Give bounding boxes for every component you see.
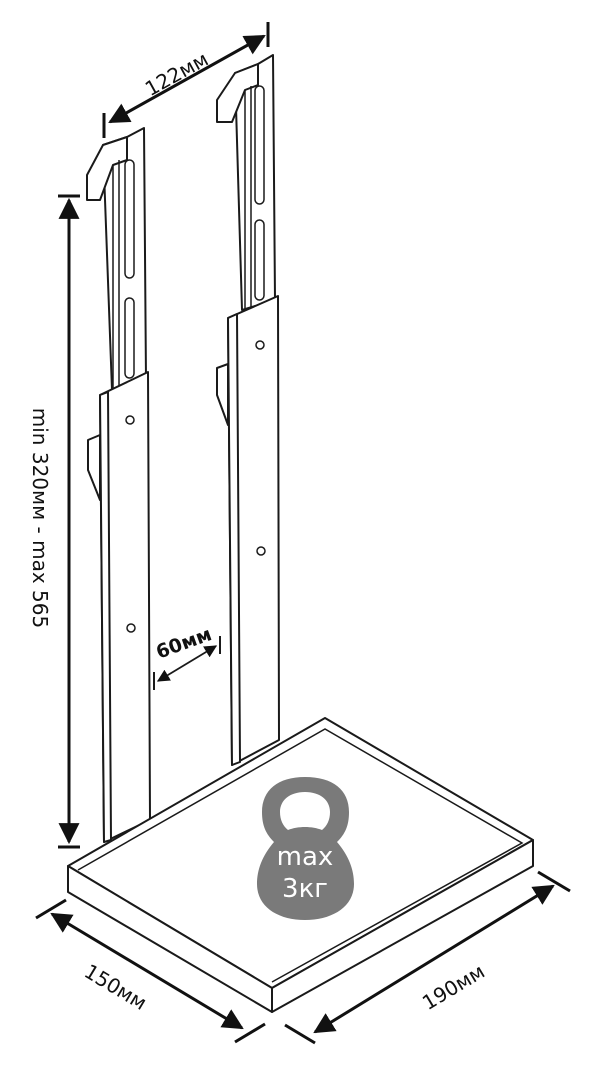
kettlebell-icon: max 3кг [257, 777, 354, 920]
inner-gap-label: 60мм [153, 623, 215, 663]
height-range-label: min 320мм - max 565 [28, 408, 52, 628]
left-post [86, 127, 151, 843]
dimension-inner-gap: 60мм [153, 623, 221, 690]
base-width-label: 190мм [418, 959, 489, 1015]
width-top-label: 122мм [141, 47, 212, 101]
kettlebell-weight-label: 3кг [282, 874, 328, 904]
dimension-height: min 320мм - max 565 [28, 194, 80, 849]
kettlebell-max-label: max [277, 842, 334, 872]
right-post [216, 54, 280, 766]
kettlebell-body [257, 777, 354, 920]
